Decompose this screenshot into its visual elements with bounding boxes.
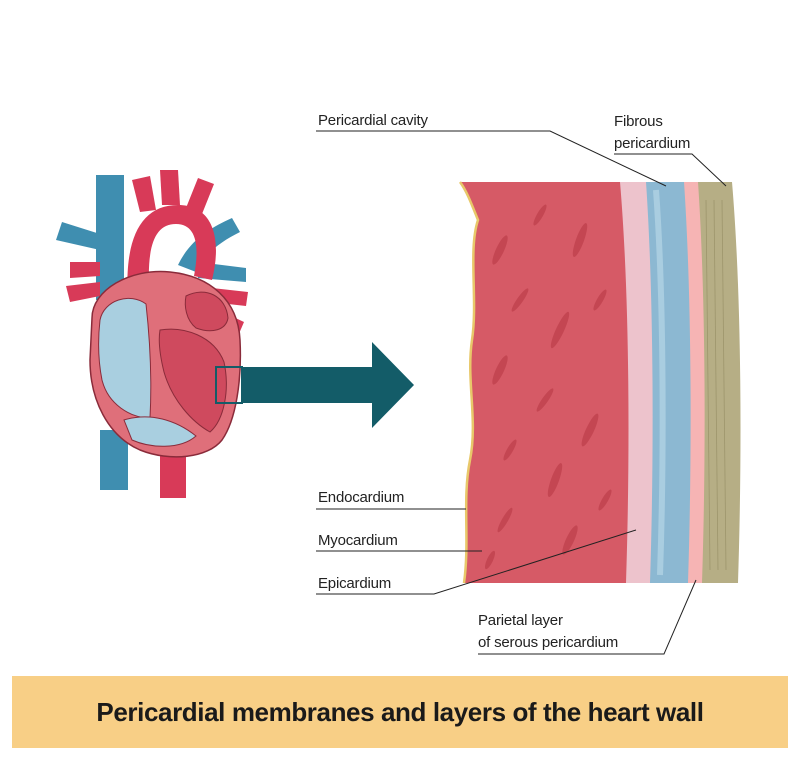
pointer-arrow [242,342,414,428]
inferior-vena-cava [100,430,128,490]
left-ventricle [158,328,227,433]
label-endocardium: Endocardium [318,489,405,506]
muscle-fibres [484,204,612,570]
right-atrium [98,297,152,419]
leader-lines [316,130,727,655]
aorta-branch-1 [132,176,156,212]
superior-vena-cava [96,175,124,300]
pericardial-cavity-layer [644,182,691,583]
left-blue-branch-lower [70,262,100,278]
label-epicardium: Epicardium [318,575,392,592]
label-pericardial-cavity: Pericardial cavity [318,112,428,129]
left-blue-branch-upper [56,222,100,250]
heart-wall-diagram [56,130,741,655]
left-atrium [184,291,229,332]
label-parietal-line1: Parietal layer [478,612,563,629]
label-myocardium: Myocardium [318,532,398,549]
label-fibrous-pericardium-line1: Fibrous [614,113,663,130]
heart-wall-section [458,181,741,584]
fibrous-pericardium-layer [694,182,741,583]
aorta-branch-3 [186,178,214,214]
diagram-title: Pericardial membranes and layers of the … [96,696,704,727]
aorta-branch-2 [160,170,180,205]
heart-illustration [56,170,248,498]
aorta [127,205,216,300]
left-red-branch [66,282,100,302]
label-parietal-line2: of serous pericardium [478,634,619,651]
endocardium-layer [458,181,480,584]
myocardium-layer [460,182,629,583]
title-bar: Pericardial membranes and layers of the … [12,676,788,748]
label-fibrous-pericardium-line2: pericardium [614,135,691,152]
right-ventricle [123,416,197,447]
